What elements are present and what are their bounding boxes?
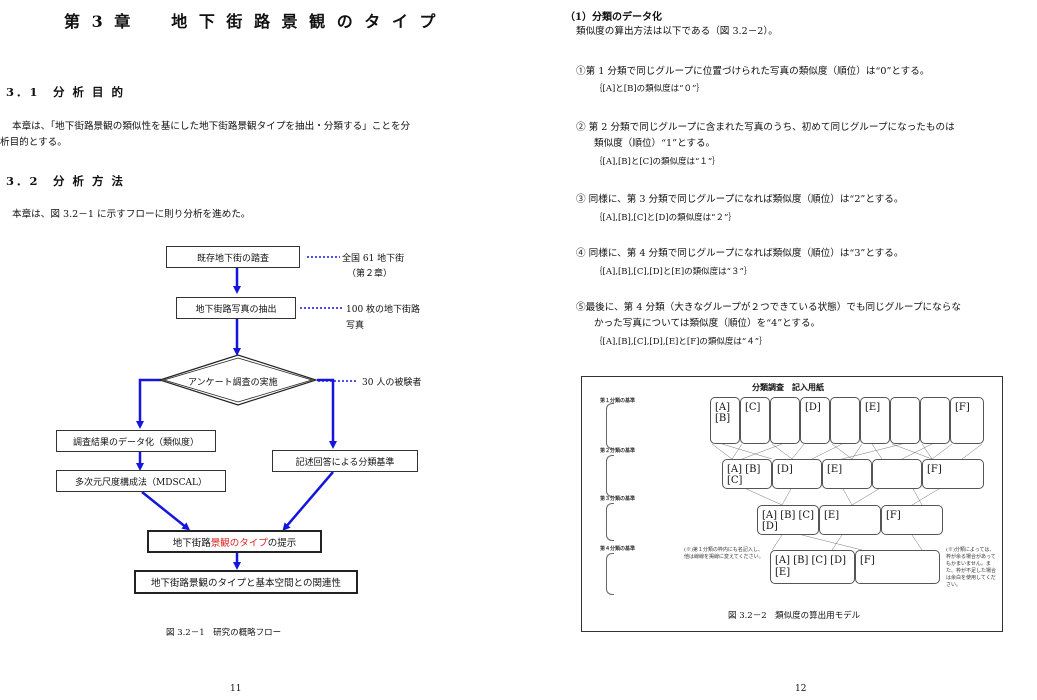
row3-slot-1: [A] [B] [C] [D] (757, 505, 819, 535)
item-2-line2: 類似度（順位）“1”とする。 (594, 138, 716, 149)
flow-box-type-pre: 地下街路 (172, 537, 211, 549)
flow-note-chapter2: （第２章） (347, 269, 393, 279)
row1-slot-1: [A] [B] (710, 397, 740, 444)
item-1-example: ｛[A]と[B]の類似度は“０”｝ (594, 84, 705, 94)
row-label-1: 第１分類の基準 (600, 398, 636, 404)
page-number-right: 12 (795, 684, 807, 694)
section-3-2-heading: 3．2 分 析 方 法 (6, 174, 126, 188)
flow-box-final: 地下街路景観のタイプと基本空間との関連性 (134, 570, 358, 594)
section-3-1-body-line1: 本章は、「地下街路景観の類似性を基にした地下街路景観タイプを抽出・分類する」こと… (12, 121, 411, 132)
subsection-heading: （1）分類のデータ化 (565, 12, 662, 23)
row-label-2: 第２分類の基準 (600, 448, 636, 454)
item-5-line1: ⑤最後に、第 4 分類（大きなグループが２つできている状態）でも同じグループにな… (576, 302, 961, 313)
flow-box-survey: 既存地下街の踏査 (166, 246, 300, 268)
row1-slot-7 (890, 397, 920, 444)
row2-slot-1: [A] [B] [C] (722, 459, 772, 489)
item-4-line1: ④ 同様に、第 4 分類で同じグループになれば類似度（順位）は“3”とする。 (576, 248, 904, 259)
item-5-example: ｛[A],[B],[C],[D],[E]と[F]の類似度は“４”｝ (594, 337, 768, 347)
decision-diamond (158, 354, 318, 406)
flow-box-mdscal: 多次元尺度構成法（MDSCAL） (56, 470, 226, 492)
flow-box-criteria: 記述回答による分類基準 (272, 450, 418, 472)
section-3-1-body-line2: 析目的とする。 (0, 137, 67, 148)
flow-note-photos: 写真 (346, 321, 365, 331)
row1-slot-9: [F] (950, 397, 984, 444)
item-5-line2: かった写真については類似度（順位）を“4”とする。 (594, 318, 821, 329)
row1-slot-6: [E] (860, 397, 890, 444)
figure-form-title: 分類調査 記入用紙 (752, 382, 824, 392)
figure-3-2-2: 分類調査 記入用紙 第１分類の基準 第２分類の基準 第３分類の基準 第４分類の基… (581, 376, 1003, 632)
flow-note-61: 全国 61 地下街 (342, 254, 405, 264)
row1-slot-3 (770, 397, 800, 444)
figure-connector-lines (711, 443, 983, 551)
chapter-title: 第 3 章 地 下 街 路 景 観 の タ イ プ (64, 12, 439, 31)
item-3-line1: ③ 同様に、第 3 分類で同じグループになれば類似度（順位）は“2”とする。 (576, 194, 904, 205)
row-label-3: 第３分類の基準 (600, 496, 636, 502)
brace-4 (606, 553, 614, 595)
intro-text: 類似度の算出方法は以下である（図 3.2－2）。 (576, 26, 778, 37)
row4-slot-2: [F] (855, 550, 940, 584)
figure-3-2-2-caption: 図 3.2－2 類似度の算出用モデル (728, 611, 861, 621)
flow-box-extract: 地下街路写真の抽出 (176, 297, 296, 319)
page-number-left: 11 (230, 684, 242, 694)
right-page: （1）分類のデータ化 類似度の算出方法は以下である（図 3.2－2）。 ①第 1… (519, 0, 1037, 700)
flow-connectors (136, 256, 358, 570)
row3-slot-2: [E] (819, 505, 881, 535)
flow-note-30: 30 人の被験者 (362, 378, 422, 388)
brace-3 (606, 503, 614, 541)
row4-slot-1: [A] [B] [C] [D] [E] (770, 550, 855, 584)
row2-slot-4 (872, 459, 922, 489)
flow-diamond-label: アンケート調査の実施 (188, 378, 278, 388)
figure-note-right: (※)分類によっては、枠が余る場合があってもかまいません。また、枠が不足した場合… (946, 547, 997, 588)
flow-box-data: 調査結果のデータ化（類似度） (56, 430, 216, 452)
item-1-line1: ①第 1 分類で同じグループに位置づけられた写真の類似度（順位）は“0”とする。 (576, 66, 930, 77)
item-3-example: ｛[A],[B],[C]と[D]の類似度は“２”｝ (594, 213, 737, 223)
row1-slot-8 (920, 397, 950, 444)
item-2-line1: ② 第 2 分類で同じグループに含まれた写真のうち、初めて同じグループになったも… (576, 122, 955, 133)
row-label-4: 第４分類の基準 (600, 546, 636, 552)
row2-slot-2: [D] (772, 459, 822, 489)
flow-box-type-post: の提示 (267, 537, 297, 549)
figure-note-left: (※)第１分類の枠内にも名記入し、他は線線を掲線に変えてください。 (684, 547, 764, 560)
section-3-2-body: 本章は、図 3.2－1 に示すフローに則り分析を進めた。 (12, 209, 251, 220)
row2-slot-3: [E] (822, 459, 872, 489)
row1-slot-2: [C] (740, 397, 770, 444)
section-3-1-heading: 3．1 分 析 目 的 (6, 85, 126, 99)
row2-slot-5: [F] (922, 459, 984, 489)
row1-slot-4: [D] (800, 397, 830, 444)
flow-box-type: 地下街路景観のタイプの提示 (147, 530, 322, 553)
flow-box-type-red: 景観のタイプ (210, 537, 268, 549)
left-page: 第 3 章 地 下 街 路 景 観 の タ イ プ 3．1 分 析 目 的 本章… (0, 0, 518, 700)
brace-2 (606, 455, 614, 497)
brace-1 (606, 403, 614, 449)
item-4-example: ｛[A],[B],[C],[D]と[E]の類似度は“３”｝ (594, 267, 753, 277)
row1-slot-5 (830, 397, 860, 444)
item-2-example: ｛[A],[B]と[C]の類似度は“１”｝ (594, 157, 721, 167)
flow-note-100: 100 枚の地下街路 (346, 305, 421, 315)
figure-3-2-1-caption: 図 3.2－1 研究の概略フロー (166, 628, 282, 638)
row3-slot-3: [F] (881, 505, 943, 535)
